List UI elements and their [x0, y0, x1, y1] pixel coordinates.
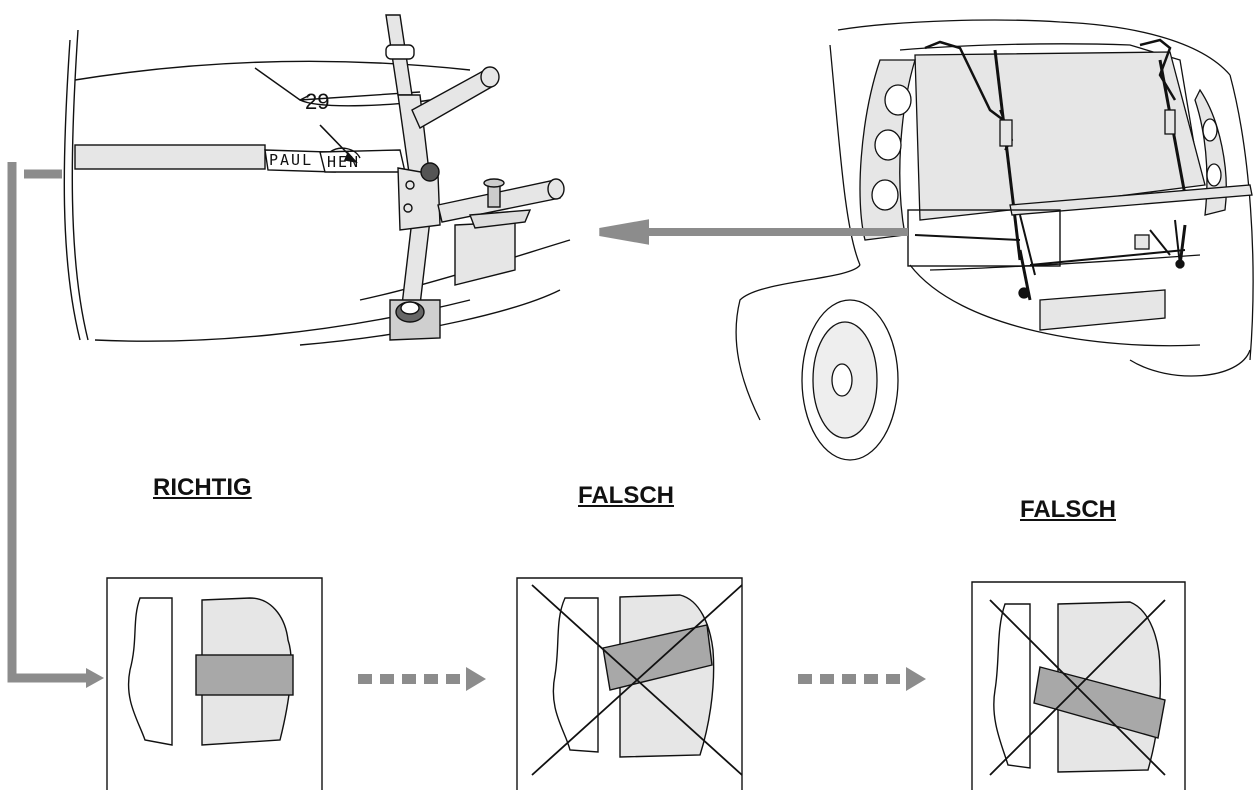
strap-text-paul: PAUL [269, 151, 314, 169]
dotted-arrow-1 [358, 667, 486, 691]
strap-bar [74, 144, 266, 170]
panel-correct [106, 577, 323, 790]
detail-highlight-box [907, 209, 1061, 267]
cross-2 [989, 599, 1166, 776]
panel-wrong-1 [516, 577, 743, 790]
connector-arrow [7, 162, 88, 683]
car-view [735, 19, 1254, 461]
left-arrow [599, 219, 908, 245]
detail-view [63, 14, 571, 346]
arrows [7, 162, 926, 691]
car-body-edge-inner [63, 39, 81, 341]
callout-number: 29 [305, 89, 330, 114]
label-wrong-1: FALSCH [578, 482, 674, 509]
car-body-edge [71, 29, 89, 341]
cross-1 [531, 584, 743, 776]
strap-correct [195, 654, 294, 696]
strap-wrong-2 [1033, 666, 1166, 739]
dotted-arrow-2 [798, 667, 926, 691]
label-correct: RICHTIG [153, 474, 252, 501]
panel-wrong-2 [971, 581, 1186, 790]
strap-text-hen: HEN [327, 153, 361, 171]
label-wrong-2: FALSCH [1020, 496, 1116, 523]
car-roof [837, 19, 1231, 76]
